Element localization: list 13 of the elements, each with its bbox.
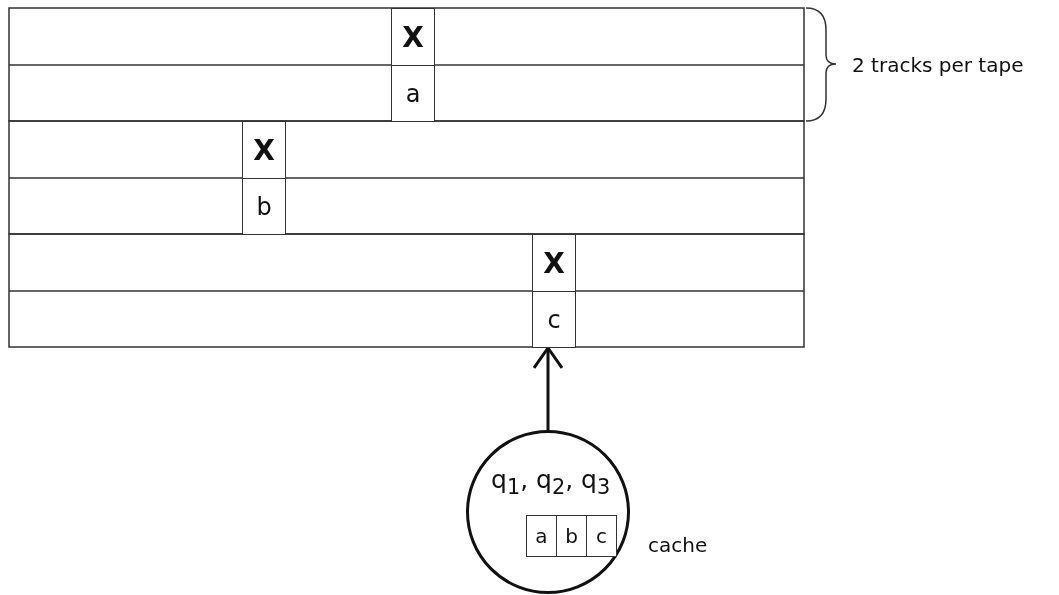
arrow (532, 346, 564, 430)
head-mark-cell: X (242, 121, 286, 179)
cache-cell: a (526, 515, 557, 557)
cache-cell: c (586, 515, 617, 557)
tape-cell: b (242, 178, 286, 235)
head-mark-cell: X (391, 8, 435, 66)
brace-label: 2 tracks per tape (852, 53, 1024, 77)
tape-cell: c (532, 291, 576, 348)
tape-cell: a (391, 65, 435, 122)
head-mark-cell: X (532, 234, 576, 292)
state-list: q$_{1}$, q$_{2}$, q$_{3}$ (491, 465, 611, 499)
cache-label: cache (648, 533, 708, 557)
cache-cell: b (556, 515, 587, 557)
